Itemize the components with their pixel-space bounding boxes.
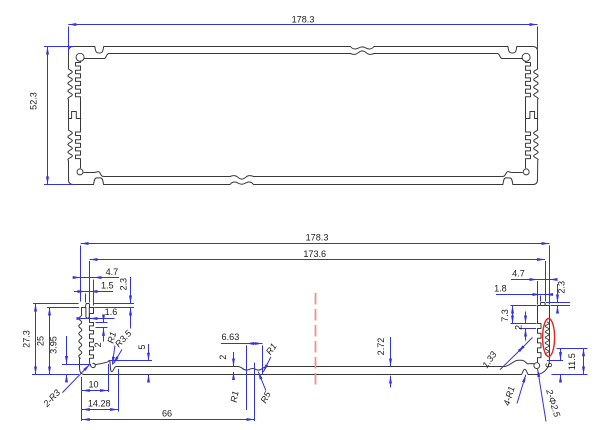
svg-text:6.63: 6.63: [222, 332, 240, 342]
svg-text:6: 6: [544, 363, 554, 368]
svg-text:14.28: 14.28: [88, 398, 111, 408]
svg-text:7.3: 7.3: [500, 309, 510, 322]
svg-text:1.6: 1.6: [105, 307, 118, 317]
svg-text:1.8: 1.8: [494, 283, 507, 293]
svg-text:1.5: 1.5: [101, 281, 114, 291]
svg-text:27.3: 27.3: [22, 330, 32, 348]
svg-text:178.3: 178.3: [306, 233, 329, 243]
svg-text:4.7: 4.7: [512, 268, 525, 278]
svg-text:11.5: 11.5: [567, 353, 577, 370]
svg-text:2.3: 2.3: [556, 281, 566, 294]
svg-text:2: 2: [218, 355, 228, 360]
svg-text:2.3: 2.3: [118, 278, 128, 291]
svg-text:2: 2: [93, 342, 103, 347]
svg-text:2: 2: [514, 325, 524, 330]
svg-text:3.95: 3.95: [48, 336, 58, 354]
svg-text:4.7: 4.7: [106, 267, 119, 277]
svg-text:R1: R1: [229, 390, 241, 403]
svg-text:10: 10: [88, 380, 98, 390]
svg-text:66: 66: [162, 408, 172, 418]
svg-text:5: 5: [137, 345, 147, 350]
svg-text:2.72: 2.72: [376, 338, 386, 356]
svg-text:52.3: 52.3: [29, 92, 39, 110]
svg-text:173.6: 173.6: [303, 249, 326, 259]
svg-text:R1: R1: [106, 331, 119, 345]
svg-text:25: 25: [35, 336, 45, 346]
svg-text:178.3: 178.3: [292, 14, 315, 24]
